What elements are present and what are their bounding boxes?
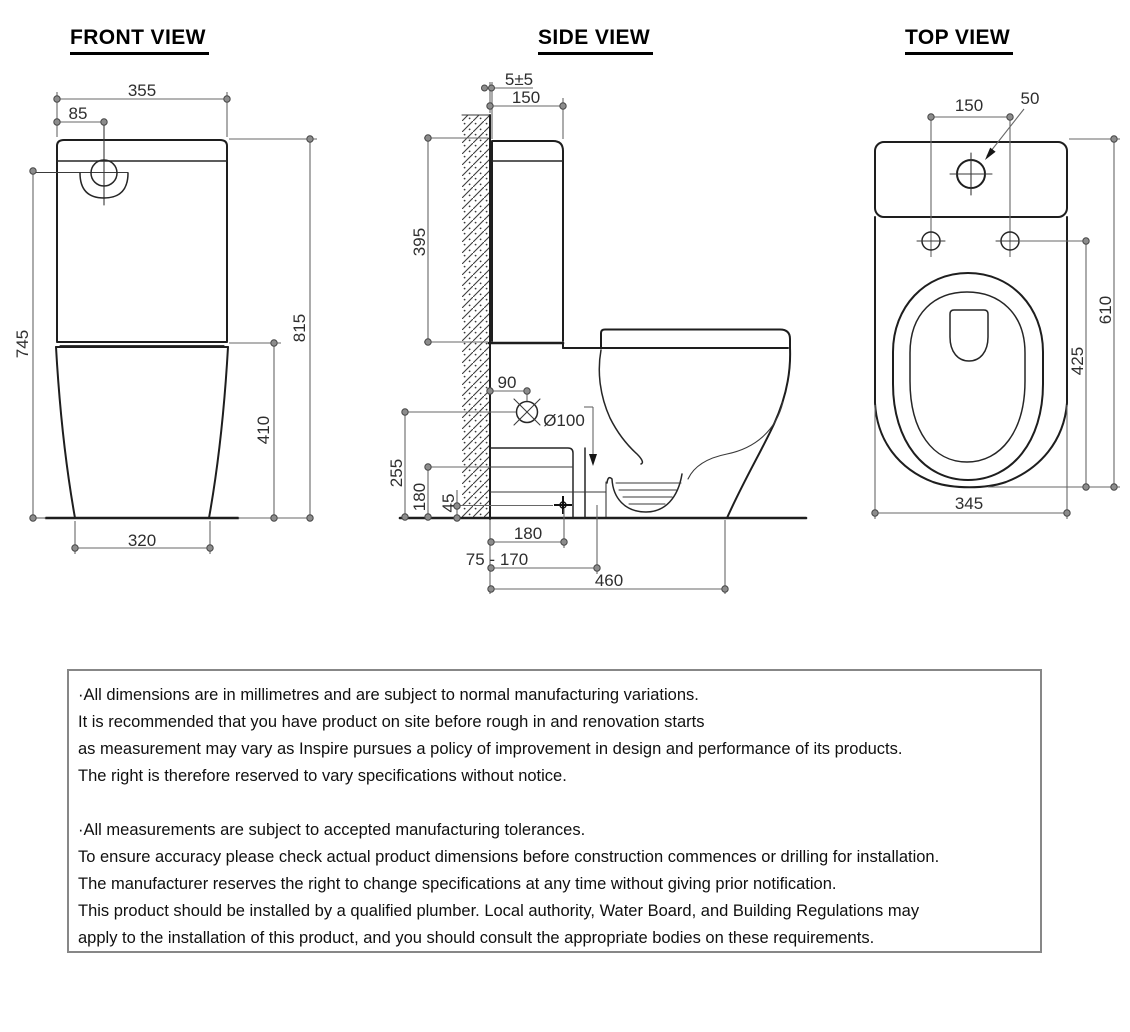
dim-side-wall-gap: 5±5 xyxy=(505,70,533,89)
dim-top-overall-width: 345 xyxy=(955,494,983,513)
dim-side-tank-depth: 150 xyxy=(512,88,540,107)
side-view-drawing: 5±5 150 395 90 Ø100 255 180 45 180 75 - … xyxy=(387,70,808,594)
side-floor-fixing-symbol xyxy=(554,496,572,514)
note-line: The manufacturer reserves the right to c… xyxy=(78,875,837,893)
dim-top-inlet-spacing: 150 xyxy=(955,96,983,115)
side-seat-lid xyxy=(562,328,791,349)
side-sump-water xyxy=(606,473,683,513)
top-view-drawing: 150 50 610 425 345 xyxy=(871,89,1120,519)
dim-front-pan-height: 410 xyxy=(254,416,273,444)
dim-side-inlet-setout: 90 xyxy=(498,373,517,392)
top-pan-outline xyxy=(874,216,1068,489)
dim-side-fixing-setout: 180 xyxy=(514,524,542,543)
note-line: It is recommended that you have product … xyxy=(78,713,705,731)
front-pan-outline xyxy=(55,346,229,519)
front-cistern-outline xyxy=(56,139,228,347)
dim-top-fixing-to-front: 425 xyxy=(1068,347,1087,375)
dim-side-outlet-top-height: 180 xyxy=(410,483,429,511)
manufacturer-notes-box: ·All dimensions are in millimetres and a… xyxy=(67,669,1042,953)
side-pan-outline xyxy=(598,347,792,519)
dim-front-button-height: 745 xyxy=(13,330,32,358)
dim-top-inlet-hole: 50 xyxy=(1021,89,1040,108)
side-wall-hatch xyxy=(461,114,491,520)
note-line: ·All measurements are subject to accepte… xyxy=(78,821,586,839)
front-view-drawing: 355 85 745 815 410 320 xyxy=(13,81,317,554)
note-line: apply to the installation of this produc… xyxy=(78,929,875,947)
top-flush-recess xyxy=(949,309,989,362)
dim-side-tank-height: 395 xyxy=(410,228,429,256)
note-paragraph-gap xyxy=(78,790,1031,817)
dim-front-button-offset: 85 xyxy=(69,104,88,123)
technical-drawing: 355 85 745 815 410 320 xyxy=(13,70,1120,594)
dim-side-outlet-setout-range: 75 - 170 xyxy=(466,550,528,569)
front-dimensions: 355 85 745 815 410 320 xyxy=(13,81,317,554)
dim-top-overall-depth: 610 xyxy=(1096,296,1115,324)
top-dimensions: 150 50 610 425 345 xyxy=(871,89,1120,519)
side-inlet-symbol xyxy=(513,398,541,426)
side-cistern-outline xyxy=(487,140,565,349)
front-flush-button xyxy=(32,121,129,206)
side-dimensions: 5±5 150 395 90 Ø100 255 180 45 180 75 - … xyxy=(387,70,729,594)
dim-side-outlet-diameter: Ø100 xyxy=(543,411,585,430)
top-view-title: TOP VIEW xyxy=(905,26,1014,55)
top-cistern-outline xyxy=(874,141,1068,218)
front-view-title: FRONT VIEW xyxy=(70,26,209,55)
top-fixing-bolts xyxy=(916,120,1086,257)
dim-front-base-width: 320 xyxy=(128,531,156,550)
dim-side-projection: 460 xyxy=(595,571,623,590)
side-trap-outlet xyxy=(489,447,607,519)
dim-side-fixing-height: 45 xyxy=(439,494,458,513)
dim-front-tank-width: 355 xyxy=(128,81,156,100)
note-line: The right is therefore reserved to vary … xyxy=(78,767,567,785)
note-line: This product should be installed by a qu… xyxy=(78,902,920,920)
note-line: as measurement may vary as Inspire pursu… xyxy=(78,740,903,758)
side-view-title: SIDE VIEW xyxy=(538,26,654,55)
top-inlet-symbol xyxy=(949,152,993,196)
note-line: ·All dimensions are in millimetres and a… xyxy=(78,686,699,704)
dim-front-overall-height: 815 xyxy=(290,314,309,342)
top-seat-outer xyxy=(892,272,1044,481)
top-seat-inner xyxy=(909,291,1026,463)
note-line: To ensure accuracy please check actual p… xyxy=(78,848,940,866)
dim-side-inlet-height: 255 xyxy=(387,459,406,487)
